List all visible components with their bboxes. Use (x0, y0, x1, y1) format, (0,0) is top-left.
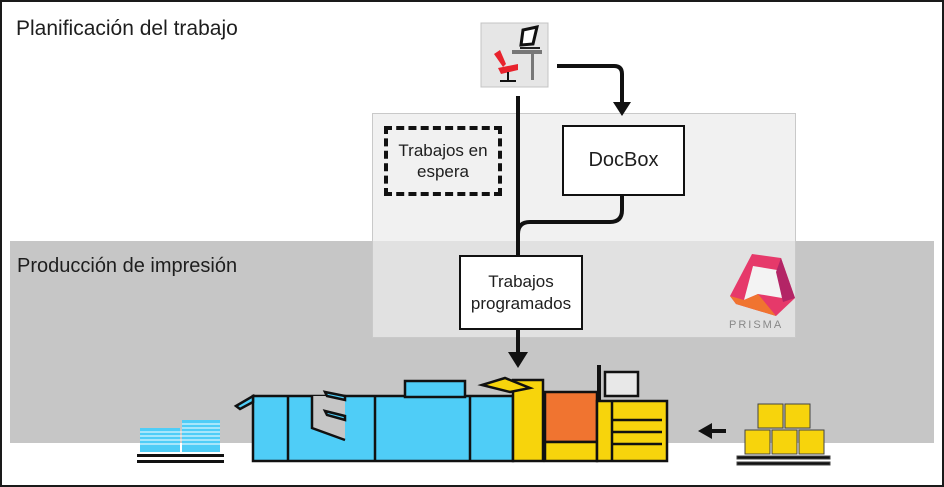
workstation-icon (480, 22, 549, 88)
prisma-brand-label: PRISMA (729, 319, 784, 331)
scheduled-jobs-label-line2: programados (470, 293, 572, 313)
printed-output-pallet-icon (137, 420, 224, 463)
planning-section-title: Planificación del trabajo (16, 17, 238, 40)
docbox-label: DocBox (588, 149, 659, 171)
waiting-jobs-box: Trabajos en espera (384, 126, 502, 196)
docbox-to-scheduled-line (516, 194, 624, 235)
production-section-title: Producción de impresión (17, 255, 238, 277)
scheduled-jobs-node: Trabajos programados (459, 255, 583, 330)
arrowhead-feed (698, 423, 712, 439)
docbox-node: DocBox (562, 125, 685, 196)
waiting-jobs-label-line1: Trabajos en (398, 141, 488, 160)
prisma-logo-icon (730, 254, 795, 316)
production-printer-icon (233, 365, 669, 463)
arrowhead-docbox (613, 102, 631, 116)
arrowhead-printer (508, 352, 528, 368)
paper-supply-pallet-icon (736, 403, 831, 466)
flow-connectors (516, 64, 726, 433)
scheduled-jobs-label-line1: Trabajos (488, 271, 554, 291)
waiting-jobs-label-line2: espera (417, 162, 469, 181)
workstation-to-docbox-line (557, 64, 624, 104)
